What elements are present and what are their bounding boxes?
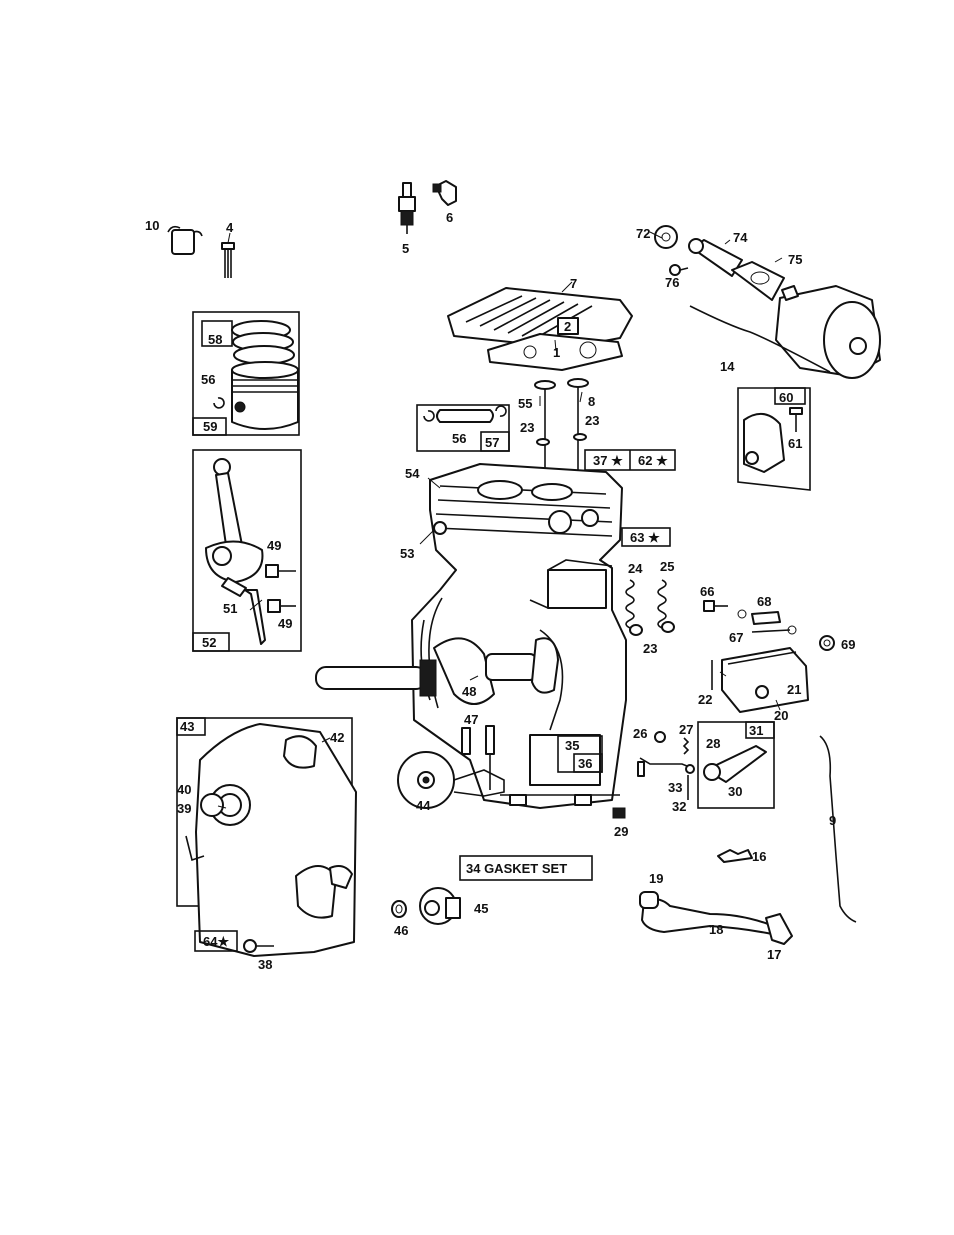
label-56b: 56 [452,431,466,446]
label-61: 61 [788,436,802,451]
part-26-nut [655,732,665,742]
label-2: 2 [564,319,571,334]
part-33-lever [638,758,694,800]
label-28: 28 [706,736,720,751]
label-62: 62 ★ [638,453,668,468]
label-69: 69 [841,637,855,652]
label-23b: 23 [585,413,599,428]
kit-box-43-crankcase-cover [177,718,356,956]
label-66: 66 [700,584,714,599]
label-47: 47 [464,712,478,727]
label-33: 33 [668,780,682,795]
part-75-gasket [732,262,784,300]
label-30: 30 [728,784,742,799]
label-6: 6 [446,210,453,225]
part-45-governor-gear [420,888,460,924]
label-49b: 49 [278,616,292,631]
part-10-clip [168,227,202,254]
label-9: 9 [829,813,836,828]
part-29-drain-plug [613,808,625,818]
label-57: 57 [485,435,499,450]
label-40: 40 [177,782,191,797]
label-16: 16 [752,849,766,864]
label-20: 20 [774,708,788,723]
label-63: 63 ★ [630,530,660,545]
label-54: 54 [405,466,420,481]
gasket-set-label: 34 GASKET SET [466,861,567,876]
label-25: 25 [660,559,674,574]
part-72-gear [655,226,677,248]
label-18: 18 [709,922,723,937]
label-76: 76 [665,275,679,290]
label-38: 38 [258,957,272,972]
label-64: 64★ [203,934,229,949]
parts-55-8-valves [535,379,588,470]
label-51: 51 [223,601,237,616]
label-24: 24 [628,561,643,576]
label-45: 45 [474,901,488,916]
part-67-rod [752,626,796,634]
part-9-governor-link [820,736,856,922]
label-14: 14 [720,359,735,374]
label-42: 42 [330,730,344,745]
label-19: 19 [649,871,663,886]
label-31: 31 [749,723,763,738]
parts-24-25-valve-springs [626,580,674,635]
part-5-spark-plug [399,183,415,234]
label-72: 72 [636,226,650,241]
label-36: 36 [578,756,592,771]
part-46-washer [392,901,406,917]
label-23c: 23 [643,641,657,656]
label-74: 74 [733,230,748,245]
label-39: 39 [177,801,191,816]
part-14-starter-motor [690,286,880,378]
part-4-bolt [222,243,234,278]
part-69-nut [820,636,834,650]
label-60: 60 [779,390,793,405]
label-75: 75 [788,252,802,267]
label-26: 26 [633,726,647,741]
label-67: 67 [729,630,743,645]
label-55: 55 [518,396,532,411]
label-59: 59 [203,419,217,434]
label-46: 46 [394,923,408,938]
label-44: 44 [416,798,431,813]
part-68-plate [738,610,780,624]
part-20-breather-assembly [712,648,808,712]
label-8: 8 [588,394,595,409]
part-27-spring [684,738,688,754]
part-6-spark-plug-boot [433,181,456,205]
part-16-clip [718,850,752,862]
label-10: 10 [145,218,159,233]
part-76-screw [670,265,688,275]
label-58: 58 [208,332,222,347]
label-7: 7 [570,276,577,291]
label-4: 4 [226,220,234,235]
part-66-screw [704,601,728,611]
label-52: 52 [202,635,216,650]
label-5: 5 [402,241,409,256]
label-56a: 56 [201,372,215,387]
label-29: 29 [614,824,628,839]
label-17: 17 [767,947,781,962]
label-37: 37 ★ [593,453,623,468]
label-35: 35 [565,738,579,753]
label-22: 22 [698,692,712,707]
label-43: 43 [180,719,194,734]
part-54-engine-block [412,464,626,808]
label-48: 48 [462,684,476,699]
label-23a: 23 [520,420,534,435]
label-32: 32 [672,799,686,814]
label-21: 21 [787,682,801,697]
label-53: 53 [400,546,414,561]
label-27: 27 [679,722,693,737]
label-49a: 49 [267,538,281,553]
label-1: 1 [553,345,560,360]
label-68: 68 [757,594,771,609]
